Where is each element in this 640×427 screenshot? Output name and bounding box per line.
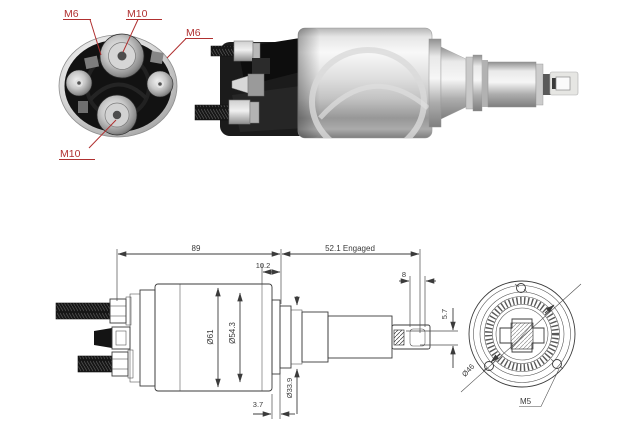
tab-slot (555, 76, 571, 91)
pin-slot-hatched (393, 329, 405, 346)
bore-circle (495, 307, 549, 361)
shaft-tip (391, 324, 431, 350)
neck-ring (482, 60, 488, 107)
leader-line (122, 19, 139, 53)
label-m10-bottom: M10 (60, 148, 81, 160)
mount-hole-right (550, 358, 564, 370)
cap-plate (129, 293, 141, 383)
leader-line (540, 368, 560, 407)
step-ring (428, 38, 442, 128)
flange-ring (290, 309, 303, 365)
flange-inner-circle (473, 285, 571, 383)
flange-ring (271, 299, 281, 375)
label-m6-left: M6 (64, 8, 79, 20)
label-mount-thread: M5 (520, 397, 532, 406)
shaft-cylinder (487, 61, 537, 108)
dim-body-diameter: Ø61 (206, 329, 215, 345)
link-slot (409, 328, 426, 347)
leader-line (89, 19, 102, 56)
shaft-step (301, 311, 329, 363)
terminal-labels: M6 M10 M6 M10 (59, 8, 213, 160)
terminal-m10-bottom (96, 94, 138, 136)
dim-flange-diameter: Ø33.9 (285, 378, 294, 398)
hardware-block (78, 101, 88, 113)
terminal-m6-left (65, 69, 93, 97)
hardware-block (84, 55, 100, 70)
plunger-tab (549, 71, 579, 96)
solenoid-photo (194, 27, 579, 139)
knurl-ring (485, 297, 559, 371)
dim-arrow-d46 (544, 304, 555, 314)
leader-line (88, 119, 117, 149)
dim-overall-length: 89 (192, 244, 201, 253)
shaft-end-ring (535, 63, 544, 106)
photo-stud-middle (231, 73, 265, 97)
label-m10-top: M10 (127, 8, 148, 20)
side-view-drawing: 89 52.1 Engaged 10.2 8 5.7 Ø61 Ø54.3 Ø33… (55, 244, 458, 419)
photo-stud-top (210, 40, 270, 74)
dim-cap-diameter: Ø54.3 (228, 322, 237, 344)
end-view-photo (58, 33, 178, 138)
bore-circle (484, 296, 560, 372)
rod-notch (543, 74, 551, 95)
bore-circle (492, 304, 552, 364)
dim-flange-thickness: 3.7 (253, 400, 263, 409)
drawing-stud-bottom (77, 349, 134, 379)
neck-ring (465, 56, 474, 110)
drawing-terminal-middle (94, 326, 131, 350)
plunger-cross-slot (499, 318, 545, 353)
flange-ring (279, 305, 292, 369)
dim-line-d46 (460, 283, 582, 393)
neck-cone (440, 46, 467, 120)
hardware-block (150, 51, 164, 64)
label-m6-right: M6 (186, 27, 201, 39)
mount-hole-top (514, 283, 528, 293)
front-view-drawing: Ø46 M5 (460, 280, 582, 407)
photo-stud-bottom (194, 99, 260, 125)
shaft-body (327, 315, 393, 359)
terminal-m10-top (99, 33, 145, 79)
leader-line (166, 38, 187, 59)
cap-ring (139, 289, 156, 387)
dim-engaged-length: 52.1 Engaged (325, 244, 375, 253)
dim-pin-height: 5.7 (440, 309, 449, 319)
dim-slot-length: 8 (402, 270, 406, 279)
terminal-m6-right (146, 70, 174, 98)
dim-arrow-d46 (490, 353, 501, 363)
flange-outer-circle (468, 280, 576, 388)
watermark-circle (309, 47, 430, 138)
drawing-stud-top (55, 296, 132, 326)
dim-flange-offset: 10.2 (256, 261, 271, 270)
dim-bolt-circle: Ø46 (460, 362, 476, 379)
neck-ring (472, 54, 483, 112)
